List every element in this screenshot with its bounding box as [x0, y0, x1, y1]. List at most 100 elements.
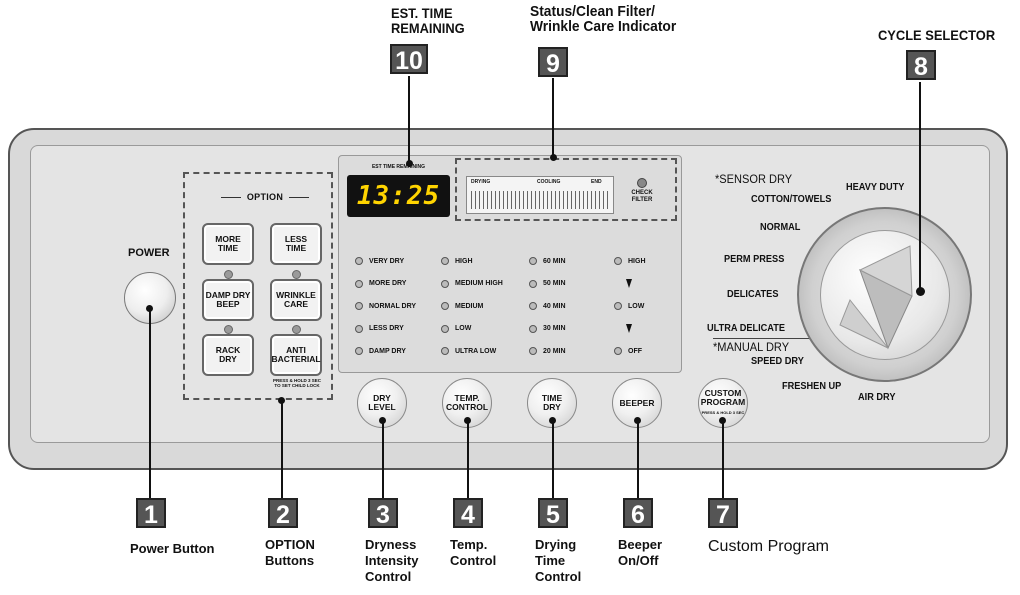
status-bar-segments — [471, 191, 609, 209]
callout-9-dot — [550, 154, 557, 161]
beeper-low: LOW — [614, 295, 646, 318]
time-20-min: 20 MIN — [529, 340, 566, 363]
callout-6-dot — [634, 417, 641, 424]
beeper-high: HIGH — [614, 250, 646, 273]
callout-5-badge: 5 — [538, 498, 568, 529]
beeper-off: OFF — [614, 340, 646, 363]
status-indicator-outline — [455, 158, 677, 221]
cycle-ultra-delicate: ULTRA DELICATE — [707, 323, 786, 334]
sensor-dry-header: *SENSOR DRY — [715, 172, 793, 186]
time-50-min: 50 MIN — [529, 273, 566, 296]
temp-medium-high: MEDIUM HIGH — [441, 273, 503, 296]
callout-1-dot — [146, 305, 153, 312]
cycle-freshen-up: FRESHEN UP — [782, 381, 842, 392]
cycle-delicates: DELICATES — [727, 289, 779, 300]
callout-3-dot — [379, 417, 386, 424]
callout-5-dot — [549, 417, 556, 424]
time-60-min: 60 MIN — [529, 250, 566, 273]
dryness-damp-dry: DAMP DRY — [355, 340, 416, 363]
callout-4-badge: 4 — [453, 498, 483, 529]
callout-10-dot — [406, 160, 413, 167]
dryness-more-dry: MORE DRY — [355, 273, 416, 296]
status-bar-graph: DRYING COOLING END — [466, 176, 614, 214]
anti-bacterial-led — [292, 325, 301, 334]
cycle-perm-press: PERM PRESS — [724, 254, 785, 265]
damp-dry-beep-led — [224, 270, 233, 279]
time-40-min: 40 MIN — [529, 295, 566, 318]
callout-2-line — [281, 402, 283, 498]
rack-dry-led — [224, 325, 233, 334]
power-label: POWER — [128, 247, 170, 259]
lcd-caption: EST TIME REMAINING — [371, 164, 426, 170]
callout-7-line — [722, 422, 724, 498]
status-drying: DRYING — [471, 179, 491, 185]
manual-dry-divider — [713, 338, 811, 339]
callout-3-line — [382, 422, 384, 498]
beeper-level-column: HIGH LOW OFF — [614, 250, 646, 363]
dryness-very-dry: VERY DRY — [355, 250, 416, 273]
cycle-selector-title: CYCLE SELECTOR — [878, 27, 996, 43]
callout-4-dot — [464, 417, 471, 424]
temp-low: LOW — [441, 318, 503, 341]
cycle-heavy-duty: HEAVY DUTY — [846, 182, 905, 193]
callout-9-badge: 9 — [538, 47, 568, 78]
callout-8-badge: 8 — [906, 50, 936, 81]
temp-high: HIGH — [441, 250, 503, 273]
manual-dry-header: *MANUAL DRY — [713, 340, 790, 354]
knob-grip-icon — [839, 245, 913, 350]
callout-4-line — [467, 422, 469, 498]
callout-2-badge: 2 — [268, 498, 298, 529]
option-group-title: OPTION — [210, 192, 320, 202]
callout-5-line — [552, 422, 554, 498]
status-end: END — [591, 179, 602, 185]
temp-ultra-low: ULTRA LOW — [441, 340, 503, 363]
power-button-label: Power Button — [130, 541, 215, 556]
callout-9-line — [552, 78, 554, 158]
callout-1-line — [149, 310, 151, 498]
wrinkle-care-led — [292, 270, 301, 279]
temp-level-column: HIGH MEDIUM HIGH MEDIUM LOW ULTRA LOW — [441, 250, 503, 363]
time-remaining-display: 13:25 — [347, 175, 450, 217]
beeper-down-arrow-icon — [614, 273, 646, 296]
check-filter-lamp — [637, 178, 647, 188]
custom-program-label: Custom Program — [708, 538, 829, 555]
callout-2-dot — [278, 397, 285, 404]
cycle-air-dry: AIR DRY — [858, 392, 896, 403]
beeper-down-arrow-icon — [614, 318, 646, 341]
option-group-outline — [183, 172, 333, 400]
callout-8-dot — [916, 287, 925, 296]
callout-8-line — [919, 82, 921, 290]
status-title: Status/Clean Filter/Wrinkle Care Indicat… — [530, 3, 677, 35]
callout-7-badge: 7 — [708, 498, 738, 529]
status-cooling: COOLING — [537, 179, 561, 185]
cycle-cotton-towels: COTTON/TOWELS — [751, 194, 832, 205]
callout-6-badge: 6 — [623, 498, 653, 529]
callout-10-badge: 10 — [390, 44, 428, 75]
temp-control-label: Temp.Control — [450, 537, 497, 568]
dryness-level-column: VERY DRY MORE DRY NORMAL DRY LESS DRY DA… — [355, 250, 416, 363]
cycle-speed-dry: SPEED DRY — [751, 356, 804, 367]
callout-3-badge: 3 — [368, 498, 398, 529]
callout-6-line — [637, 422, 639, 498]
callout-10-line — [408, 76, 410, 164]
time-30-min: 30 MIN — [529, 318, 566, 341]
cycle-normal: NORMAL — [760, 222, 801, 233]
temp-medium: MEDIUM — [441, 295, 503, 318]
callout-1-badge: 1 — [136, 498, 166, 529]
callout-7-dot — [719, 417, 726, 424]
